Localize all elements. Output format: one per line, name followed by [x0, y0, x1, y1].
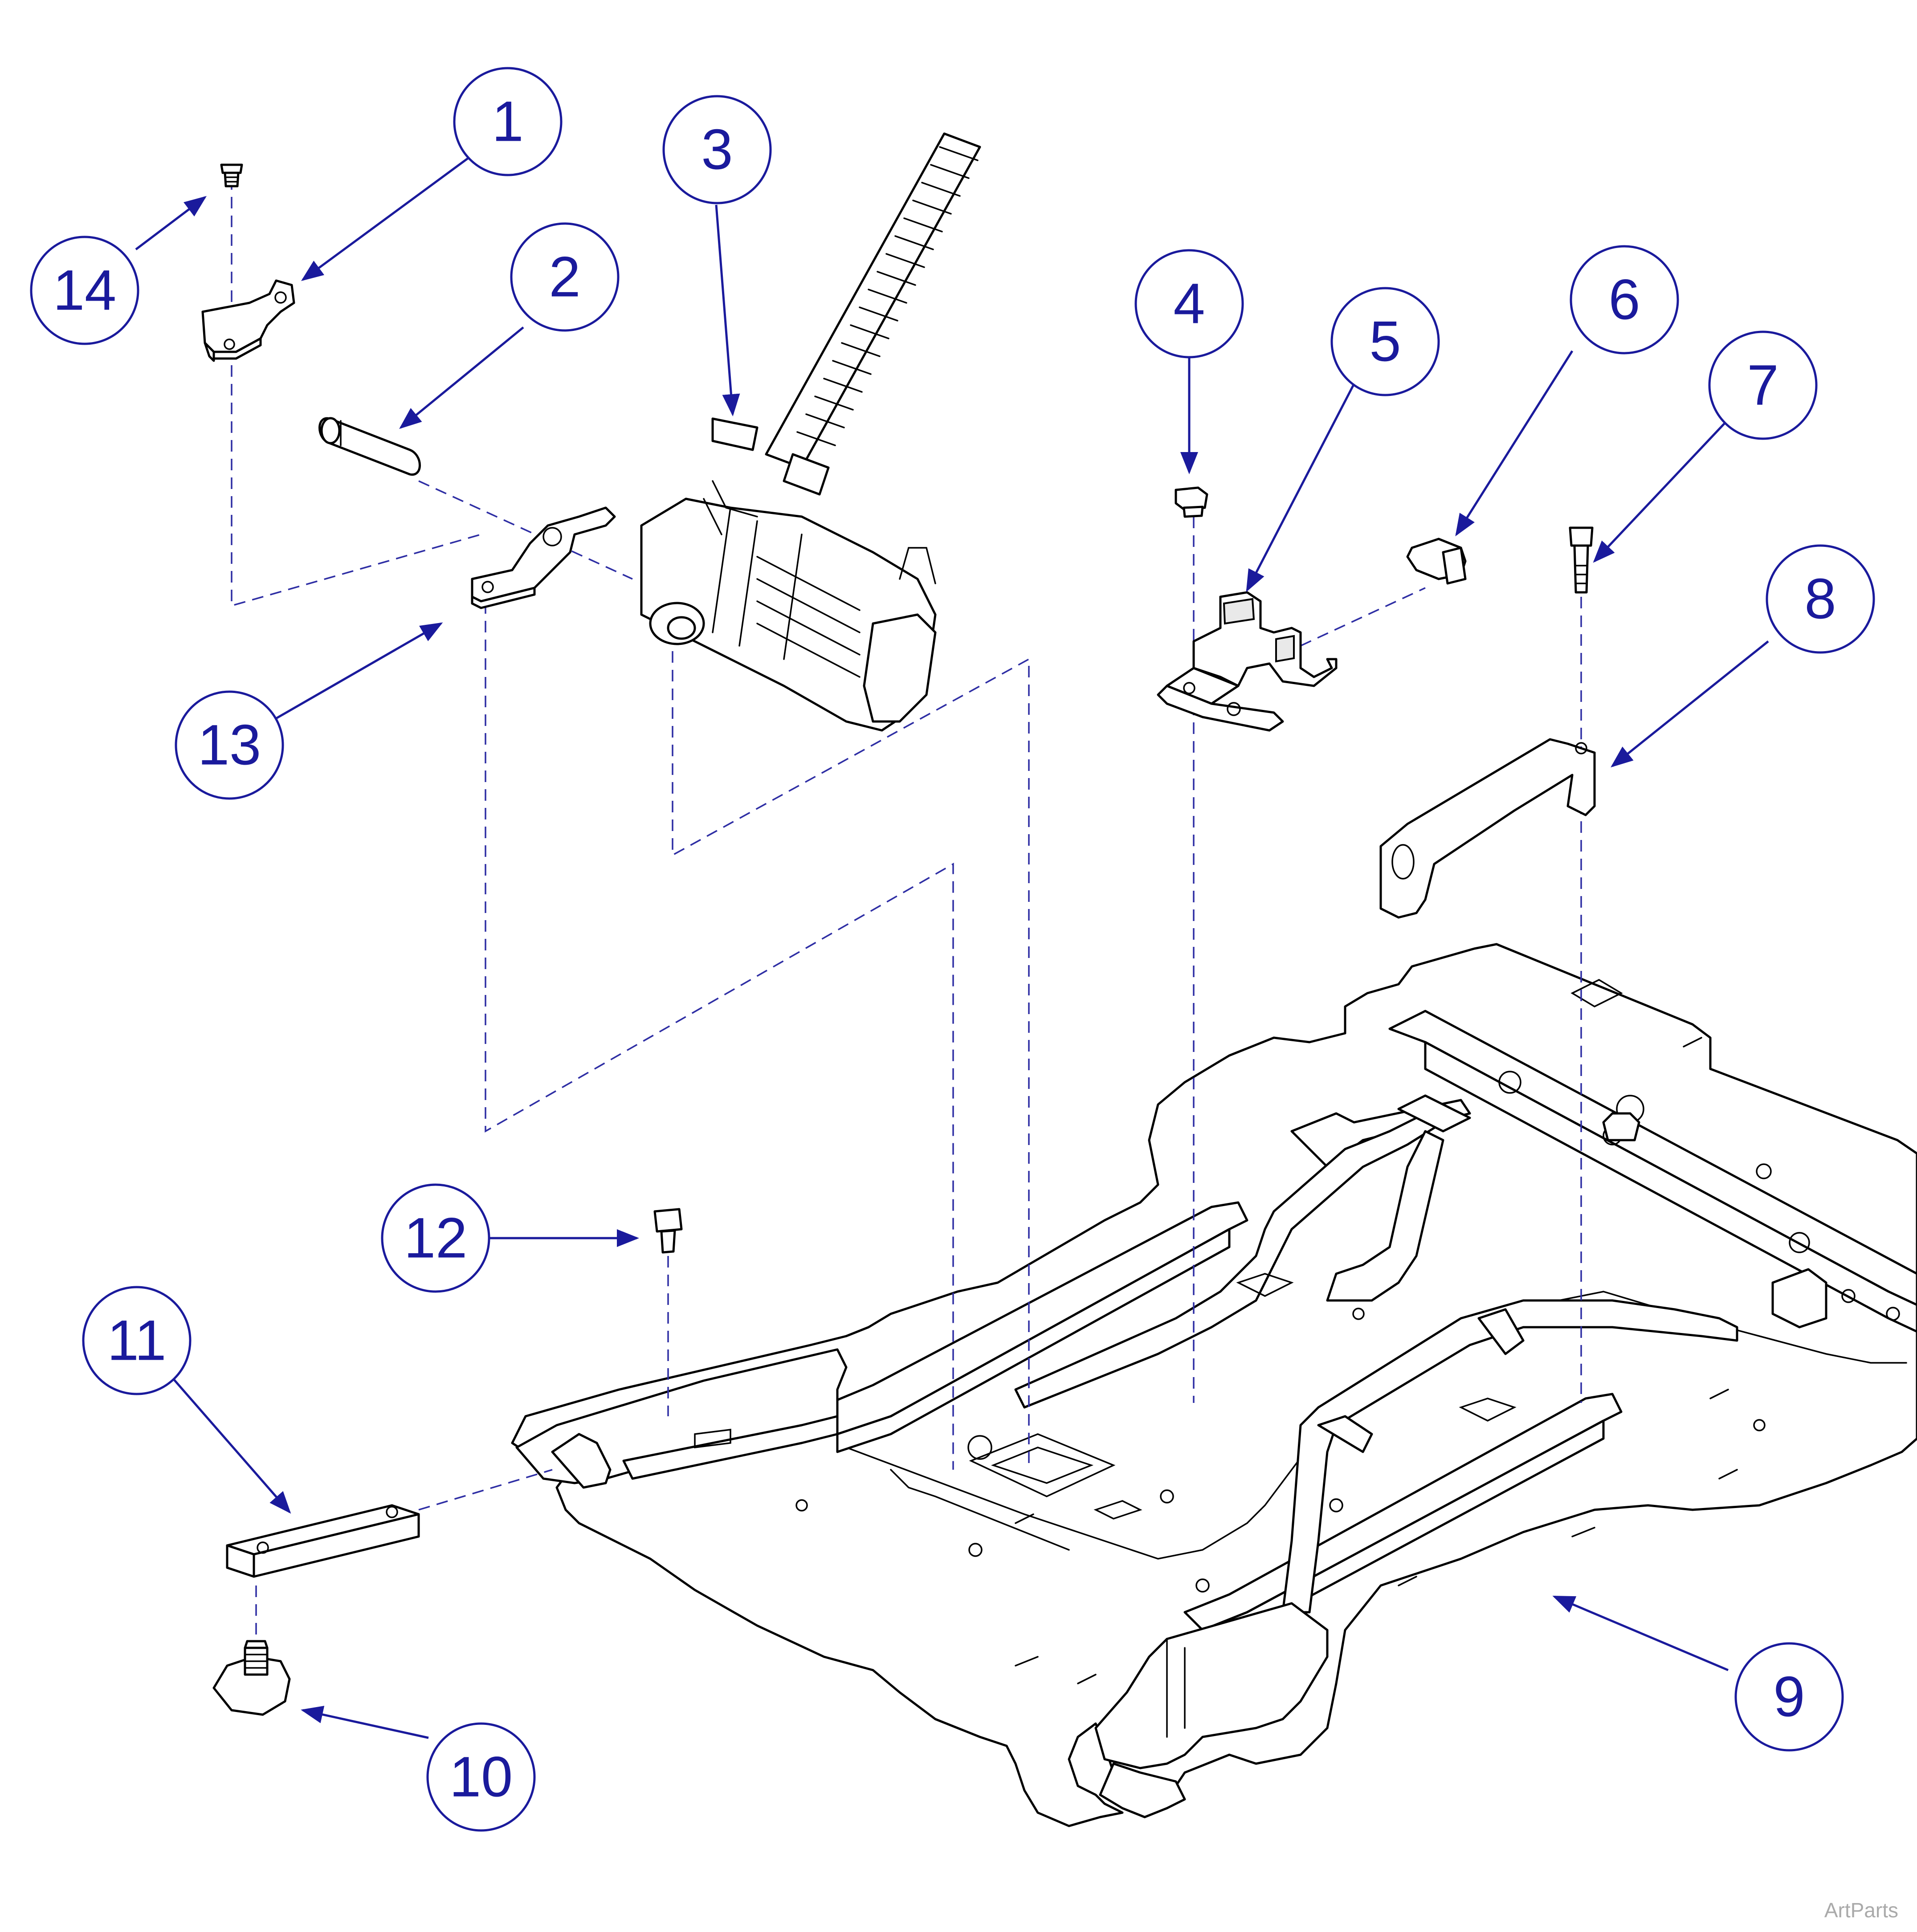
callout-5: 5 — [1330, 287, 1440, 396]
callout-13: 13 — [175, 690, 284, 800]
callout-12-label: 12 — [404, 1206, 467, 1270]
callout-1: 1 — [453, 67, 563, 176]
callout-7: 7 — [1708, 330, 1818, 440]
part-4-screw[interactable] — [1175, 486, 1208, 518]
part-12-cap-screw[interactable] — [653, 1208, 683, 1254]
callout-2-label: 2 — [549, 245, 580, 309]
callout-5-label: 5 — [1369, 310, 1401, 374]
callout-9-label: 9 — [1773, 1665, 1805, 1729]
callout-8: 8 — [1766, 544, 1875, 654]
part-6-sensor[interactable] — [1406, 538, 1467, 585]
leader-lines — [135, 155, 1769, 1739]
callout-6: 6 — [1570, 245, 1679, 355]
callout-3: 3 — [662, 95, 772, 204]
part-3-actuator[interactable] — [640, 132, 981, 732]
callout-2: 2 — [510, 222, 620, 332]
callout-12: 12 — [381, 1183, 490, 1293]
part-10-leveling-foot[interactable] — [212, 1640, 291, 1716]
part-11-spacer-bar[interactable] — [226, 1504, 420, 1578]
callout-9: 9 — [1734, 1642, 1844, 1752]
callout-6-label: 6 — [1608, 268, 1640, 332]
watermark-text: ArtParts — [1824, 1899, 1898, 1922]
callout-3-label: 3 — [701, 118, 733, 182]
part-7-cap-screw[interactable] — [1569, 526, 1594, 594]
callout-10: 10 — [426, 1722, 536, 1832]
callout-4: 4 — [1134, 249, 1244, 359]
callout-14-label: 14 — [53, 259, 116, 322]
part-13-pivot-bracket[interactable] — [471, 506, 616, 609]
part-8-handle[interactable] — [1379, 738, 1596, 919]
callout-1-label: 1 — [492, 90, 523, 154]
part-5-sensor-bracket[interactable] — [1157, 591, 1338, 732]
part-14-screw[interactable] — [220, 163, 243, 187]
callout-8-label: 8 — [1804, 567, 1836, 631]
part-2-pin[interactable] — [318, 417, 421, 476]
callout-11-label: 11 — [107, 1309, 167, 1373]
callout-10-label: 10 — [449, 1745, 513, 1809]
part-1-latch-bracket[interactable] — [201, 279, 295, 362]
callout-11: 11 — [82, 1286, 192, 1395]
base-frame[interactable] — [511, 943, 1917, 1827]
callout-7-label: 7 — [1747, 354, 1778, 417]
callout-4-label: 4 — [1173, 272, 1205, 336]
callout-13-label: 13 — [198, 713, 261, 777]
callout-14: 14 — [30, 236, 139, 345]
